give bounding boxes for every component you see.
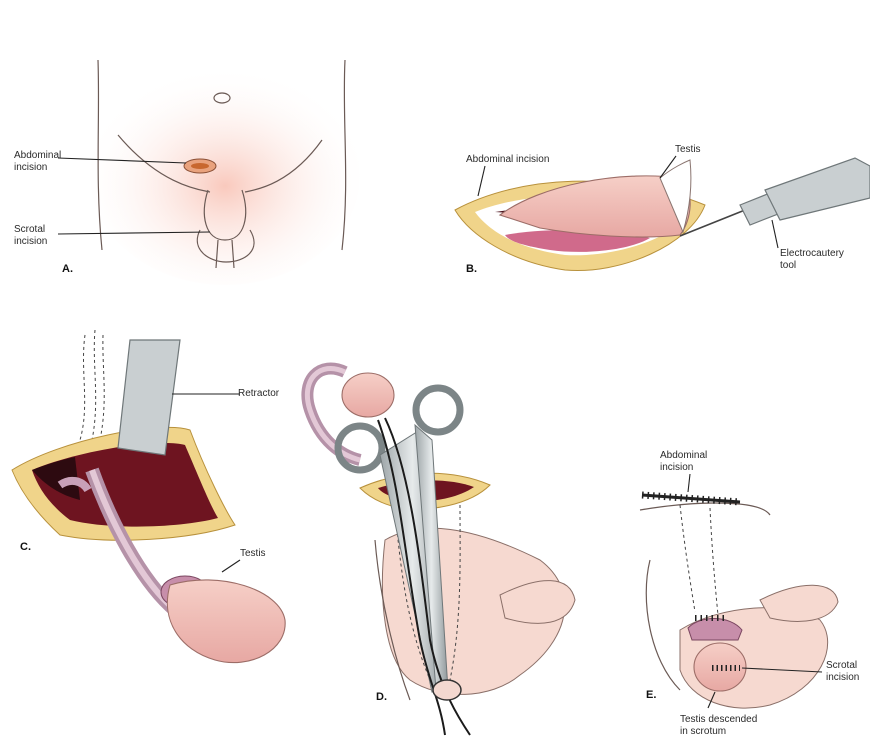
forceps-ring-right [416, 388, 460, 432]
panel-a: Abdominal incision Scrotal incision A. [14, 60, 360, 285]
panel-b: Abdominal incision Testis Electrocautery… [455, 144, 870, 275]
label-abdominal-incision-line1: Abdominal [14, 150, 61, 161]
thigh-outline-e [646, 560, 680, 690]
label-scrotal-incision-e-line2: incision [826, 672, 859, 683]
panel-d-letter: D. [376, 691, 387, 703]
label-abdominal-incision-line2: incision [14, 162, 47, 173]
label-scrotal-incision-e-line1: Scrotal [826, 660, 857, 671]
label-tool-line2: tool [780, 260, 796, 271]
panel-d: D. [307, 368, 575, 735]
abdominal-incision-center [191, 163, 209, 169]
abdomen-line-e [640, 503, 770, 515]
testis-leader-c [222, 560, 240, 572]
label-scrotal-incision-line2: incision [14, 236, 47, 247]
label-testis-e-line1: Testis descended [680, 714, 757, 725]
label-retractor: Retractor [238, 388, 280, 399]
label-testis-e-line2: in scrotum [680, 726, 726, 737]
panel-a-letter: A. [62, 263, 73, 275]
label-scrotal-incision-line1: Scrotal [14, 224, 45, 235]
tool-leader [772, 220, 778, 248]
penis-e [760, 585, 838, 621]
label-abdominal-incision-e-line2: incision [660, 462, 693, 473]
vessel-dashes-c [80, 330, 104, 440]
label-abdominal-incision-b: Abdominal incision [466, 154, 549, 165]
skin-shading [90, 65, 360, 285]
tool-handle [765, 158, 870, 220]
panel-b-letter: B. [466, 263, 477, 275]
cord-dashes-e [680, 505, 718, 615]
panel-e: Abdominal incision Scrotal incision Test… [640, 450, 859, 737]
label-tool-line1: Electrocautery [780, 248, 844, 259]
panel-e-letter: E. [646, 689, 656, 701]
testis-d [342, 373, 394, 417]
scrotal-opening-d [433, 680, 461, 700]
abdominal-leader-b [478, 166, 485, 196]
testis-c [167, 580, 285, 663]
panel-c: Retractor Testis C. [12, 330, 285, 663]
electrocautery-tool [680, 158, 870, 236]
abdominal-leader-e [688, 474, 690, 492]
label-testis-b: Testis [675, 144, 701, 155]
testis-e [694, 643, 746, 691]
label-testis-c: Testis [240, 548, 266, 559]
panel-c-letter: C. [20, 541, 31, 553]
label-abdominal-incision-e-line1: Abdominal [660, 450, 707, 461]
